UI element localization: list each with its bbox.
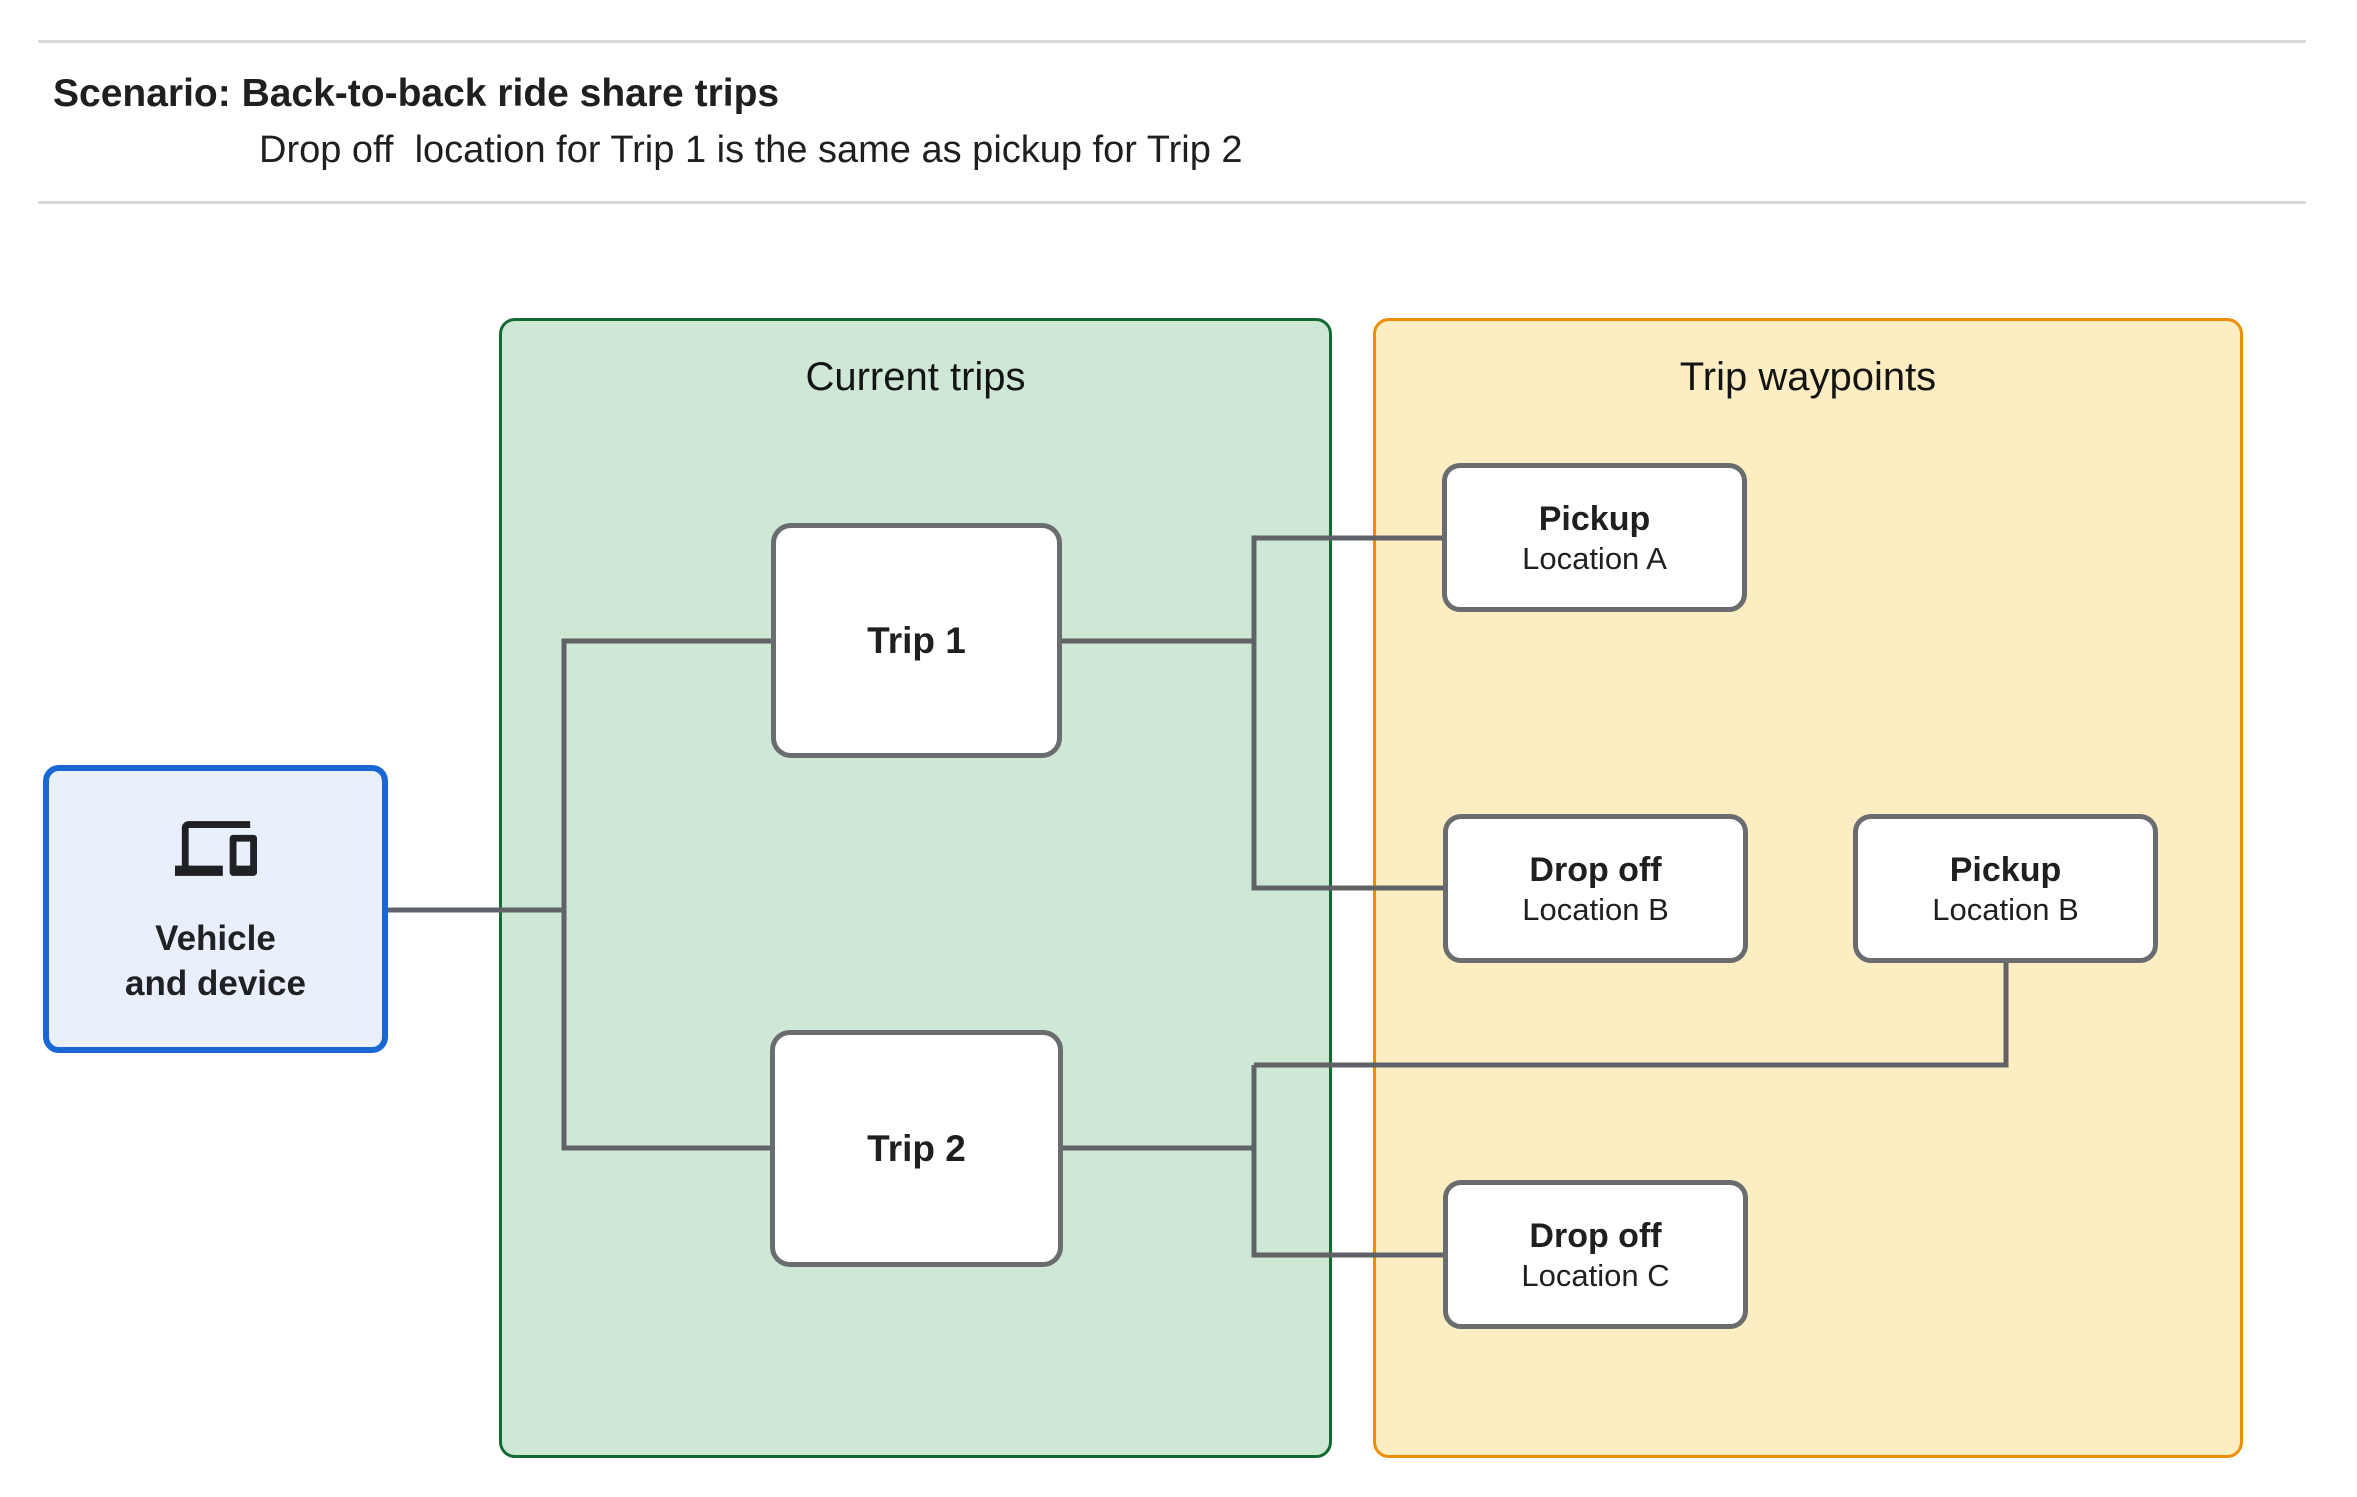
scenario-subtitle: Drop off location for Trip 1 is the same… — [259, 129, 1243, 171]
node-dropoff-location-c: Drop off Location C — [1443, 1180, 1748, 1329]
node-trip-1: Trip 1 — [771, 523, 1062, 758]
dropoff-b-location: Location B — [1522, 891, 1669, 927]
connector-branch-to-trips — [561, 638, 771, 1151]
connector-trip2-to-dropoffC — [1251, 1065, 1443, 1258]
node-pickup-location-b: Pickup Location B — [1853, 814, 2158, 963]
header-divider-bottom — [38, 201, 2306, 204]
node-dropoff-location-b: Drop off Location B — [1443, 814, 1748, 963]
pickup-b-title: Pickup — [1949, 850, 2062, 889]
pickup-a-title: Pickup — [1538, 499, 1651, 538]
header-divider-top — [38, 40, 2306, 43]
dropoff-c-location: Location C — [1521, 1257, 1670, 1293]
node-vehicle-and-device: Vehicle and device — [43, 765, 388, 1053]
scenario-title: Scenario: Back-to-back ride share trips — [53, 72, 780, 115]
group-current-trips: Current trips — [499, 318, 1332, 1458]
connector-pickupB-join — [1254, 963, 2009, 1068]
vehicle-label-line2: and device — [125, 964, 306, 1003]
pickup-a-location: Location A — [1522, 540, 1667, 576]
vehicle-label: Vehicle and device — [125, 916, 306, 1006]
connector-trip1-to-pickupA-dropoffB — [1251, 535, 1443, 891]
trip-1-label: Trip 1 — [867, 619, 966, 661]
group-current-trips-label: Current trips — [805, 355, 1026, 399]
node-trip-2: Trip 2 — [770, 1030, 1063, 1267]
dropoff-b-title: Drop off — [1529, 850, 1662, 889]
trip-2-label: Trip 2 — [867, 1127, 966, 1169]
vehicle-label-line1: Vehicle — [155, 919, 276, 958]
node-pickup-location-a: Pickup Location A — [1442, 463, 1747, 612]
pickup-b-location: Location B — [1932, 891, 2079, 927]
devices-icon — [174, 821, 257, 876]
dropoff-c-title: Drop off — [1529, 1216, 1662, 1255]
group-trip-waypoints-label: Trip waypoints — [1679, 355, 1937, 399]
